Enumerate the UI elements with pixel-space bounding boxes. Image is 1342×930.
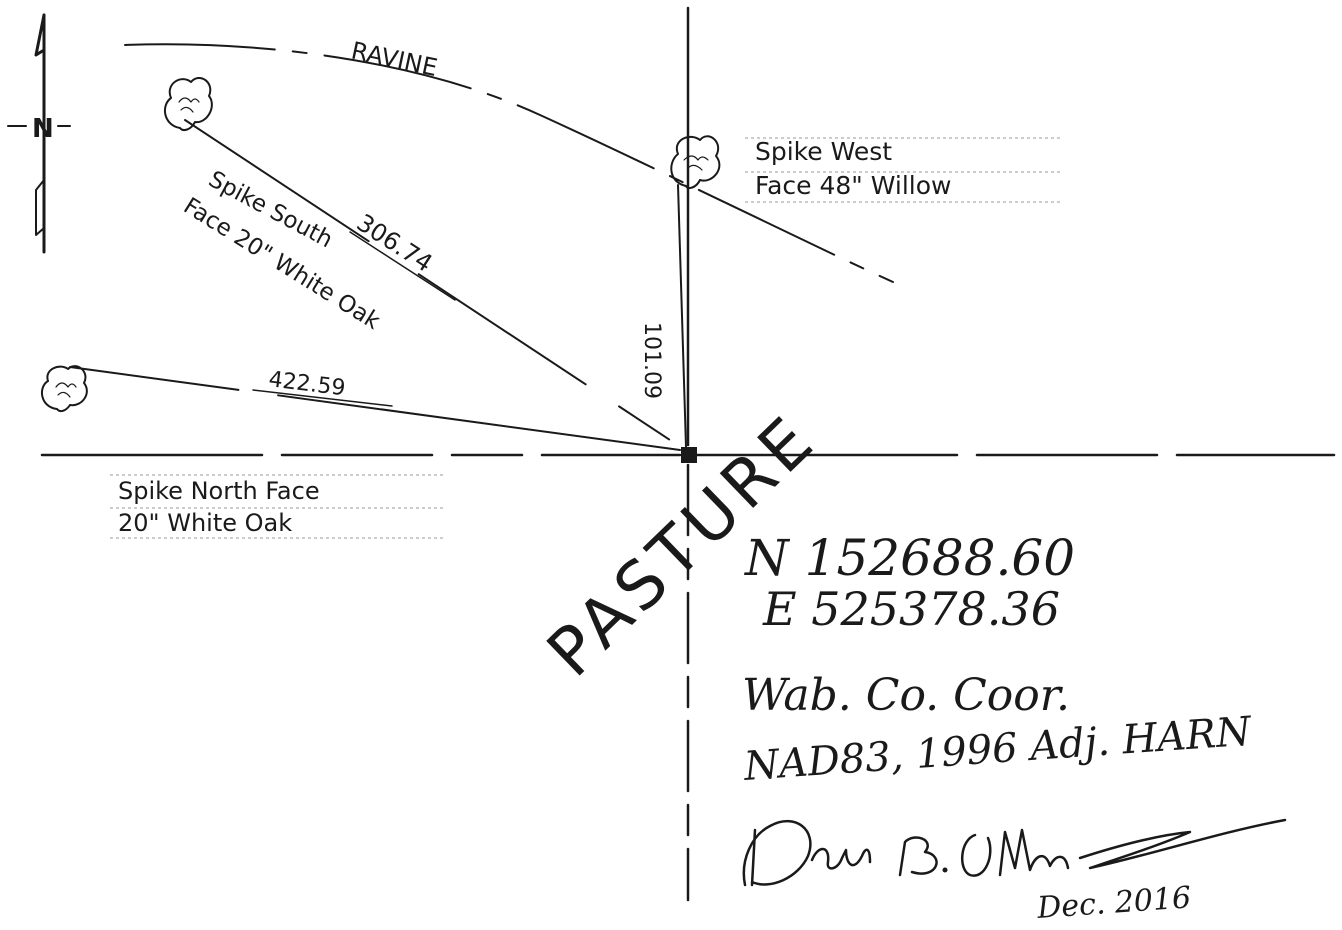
tie-line-willow (677, 184, 687, 448)
coordinate-system: Wab. Co. Coor. (742, 670, 1070, 721)
easting: E 525378.36 (762, 582, 1060, 636)
oak-south-label: Spike South Face 20" White Oak (179, 166, 385, 335)
oak-north-label: Spike North Face 20" White Oak (110, 474, 445, 539)
tree-icon (670, 135, 721, 189)
tie-line-oak-south (184, 119, 671, 441)
tie-lines (69, 119, 687, 451)
distance-willow: 101.09 (639, 322, 664, 399)
ravine-label: RAVINE (349, 36, 440, 82)
pasture-fence-lines (40, 6, 1336, 902)
north-arrow: N (7, 13, 71, 254)
svg-text:Face 48" Willow: Face 48" Willow (755, 171, 951, 200)
tree-icon (40, 365, 88, 413)
monument-point (681, 447, 697, 463)
willow-label: Spike West Face 48" Willow (745, 137, 1060, 203)
north-label: N (32, 114, 54, 144)
tie-line-oak-north (69, 366, 681, 451)
coordinate-block: N 152688.60 E 525378.36 Wab. Co. Coor. N… (741, 529, 1254, 790)
signature-date: Dec. 2016 (1035, 880, 1192, 926)
svg-text:Spike West: Spike West (755, 137, 892, 166)
northing: N 152688.60 (744, 529, 1075, 587)
signature (742, 818, 1287, 887)
distance-oak-south: 306.74 (352, 209, 438, 278)
svg-text:Spike North Face: Spike North Face (118, 477, 320, 505)
svg-text:20" White Oak: 20" White Oak (118, 509, 292, 537)
tree-icon (163, 77, 213, 131)
